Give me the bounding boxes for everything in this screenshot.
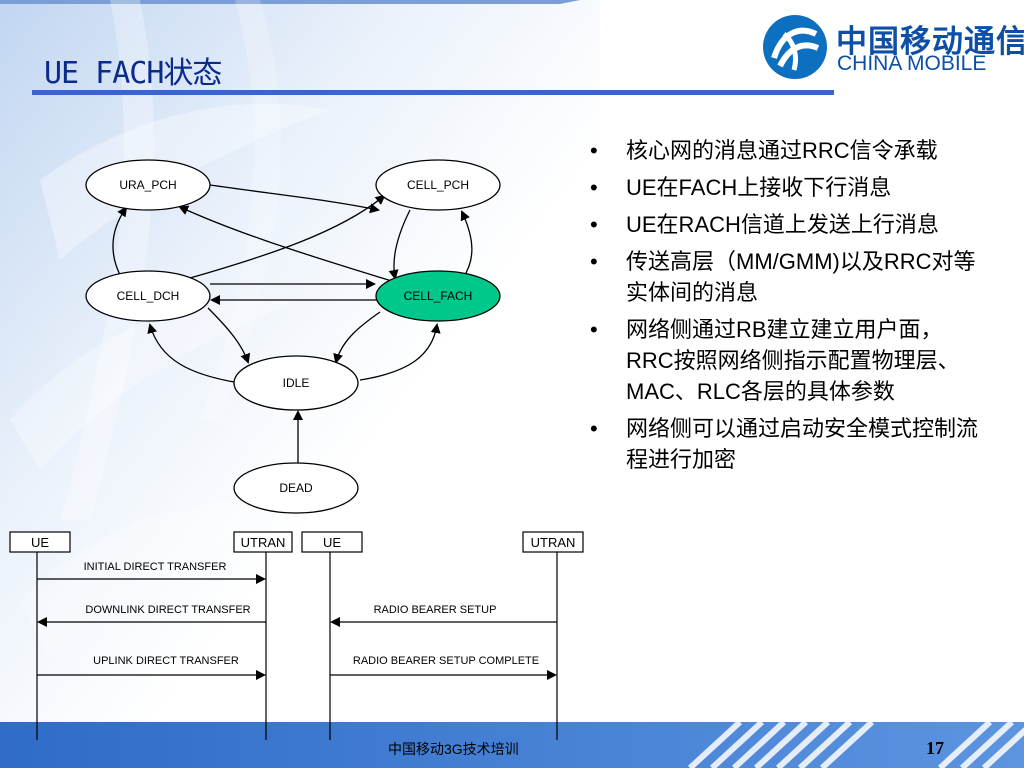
bullet-text: 网络侧通过RB建立建立用户面，RRC按照网络侧指示配置物理层、MAC、RLC各层… — [626, 317, 960, 404]
entity-box — [9, 531, 71, 553]
message-label: INITIAL DIRECT TRANSFER — [84, 561, 227, 573]
bullet-glyph: • — [590, 416, 598, 441]
state-label: CELL_FACH — [404, 289, 473, 303]
state-label: IDLE — [283, 376, 310, 390]
entity-box — [301, 531, 363, 553]
bullet-text: 网络侧可以通过启动安全模式控制流程进行加密 — [626, 416, 979, 472]
message-label: DOWNLINK DIRECT TRANSFER — [85, 604, 250, 616]
bullet-text: 核心网的消息通过RRC信令承载 — [626, 138, 938, 163]
state-label: DEAD — [279, 481, 313, 495]
china-mobile-logo: 中国移动通信 CHINA MOBILE — [758, 10, 1024, 86]
bullet-item: • 传送高层（MM/GMM)以及RRC对等实体间的消息 — [588, 246, 988, 308]
transition-dch-to-ura — [112, 206, 128, 276]
logo-english-text: CHINA MOBILE — [837, 52, 987, 75]
state-label: CELL_DCH — [117, 289, 180, 303]
entity-label-ue: UE — [31, 535, 49, 550]
bullet-item: • 核心网的消息通过RRC信令承载 — [588, 135, 988, 166]
transition-idle-to-fach — [359, 323, 441, 381]
bullet-text: UE在RACH信道上发送上行消息 — [626, 212, 939, 237]
fach-diagram: URA_PCH CELL_PCH CELL_DCH CELL_FACH IDLE… — [9, 159, 584, 740]
logo-chinese-text: 中国移动通信 — [836, 24, 1024, 60]
state-node-dead: DEAD — [233, 462, 359, 514]
state-node-cell-dch: CELL_DCH — [85, 270, 211, 322]
entity-box — [522, 531, 584, 553]
transition-fach-to-idle — [333, 311, 381, 364]
transition-ura-to-cellpch — [209, 184, 380, 214]
bullet-item: • 网络侧可以通过启动安全模式控制流程进行加密 — [588, 413, 988, 475]
page-number: 17 — [926, 738, 944, 758]
transition-fach-to-ura — [178, 205, 396, 283]
bullet-glyph: • — [590, 249, 598, 274]
footer-text: 中国移动3G技术培训 — [388, 741, 519, 757]
state-node-cell-fach: CELL_FACH — [375, 270, 501, 322]
bullet-text: UE在FACH上接收下行消息 — [626, 175, 892, 200]
china-mobile-logo-icon — [763, 15, 827, 79]
state-node-cell-pch: CELL_PCH — [375, 159, 501, 211]
entity-label-ue: UE — [323, 535, 341, 550]
bullet-text: 传送高层（MM/GMM)以及RRC对等实体间的消息 — [626, 249, 976, 305]
state-label: URA_PCH — [119, 178, 176, 192]
slide-title: UE FACH状态 — [44, 56, 222, 91]
sequence-diagram-left: UE UTRAN INITIAL DIRECT TRANSFER DOWNLIN… — [9, 531, 293, 740]
entity-label-utran: UTRAN — [241, 535, 286, 550]
bullet-glyph: • — [590, 175, 598, 200]
state-node-ura-pch: URA_PCH — [85, 159, 211, 211]
bullet-glyph: • — [590, 317, 598, 342]
message-label: UPLINK DIRECT TRANSFER — [93, 655, 239, 667]
entity-label-utran: UTRAN — [531, 535, 576, 550]
message-label: RADIO BEARER SETUP COMPLETE — [353, 655, 539, 667]
transition-idle-to-dch — [147, 323, 241, 384]
sequence-diagram-right: UE UTRAN RADIO BEARER SETUP RADIO BEARER… — [301, 531, 584, 740]
state-node-idle: IDLE — [233, 355, 359, 411]
bullet-glyph: • — [590, 212, 598, 237]
transition-dch-to-cellpch — [189, 194, 386, 279]
state-transitions — [112, 184, 473, 465]
entity-box — [233, 531, 293, 553]
transition-cellpch-to-fach — [388, 209, 411, 280]
bullet-item: • UE在FACH上接收下行消息 — [588, 172, 988, 203]
title-underline — [32, 90, 834, 95]
transition-fach-to-cellpch — [460, 210, 473, 279]
message-label: RADIO BEARER SETUP — [374, 604, 497, 616]
bullet-item: • UE在RACH信道上发送上行消息 — [588, 209, 988, 240]
bullet-list: • 核心网的消息通过RRC信令承载 • UE在FACH上接收下行消息 • UE在RAC… — [588, 135, 988, 481]
transition-dch-to-idle — [207, 307, 251, 364]
bullet-glyph: • — [590, 138, 598, 163]
bullet-item: • 网络侧通过RB建立建立用户面，RRC按照网络侧指示配置物理层、MAC、RLC各… — [588, 314, 988, 407]
state-label: CELL_PCH — [407, 178, 469, 192]
